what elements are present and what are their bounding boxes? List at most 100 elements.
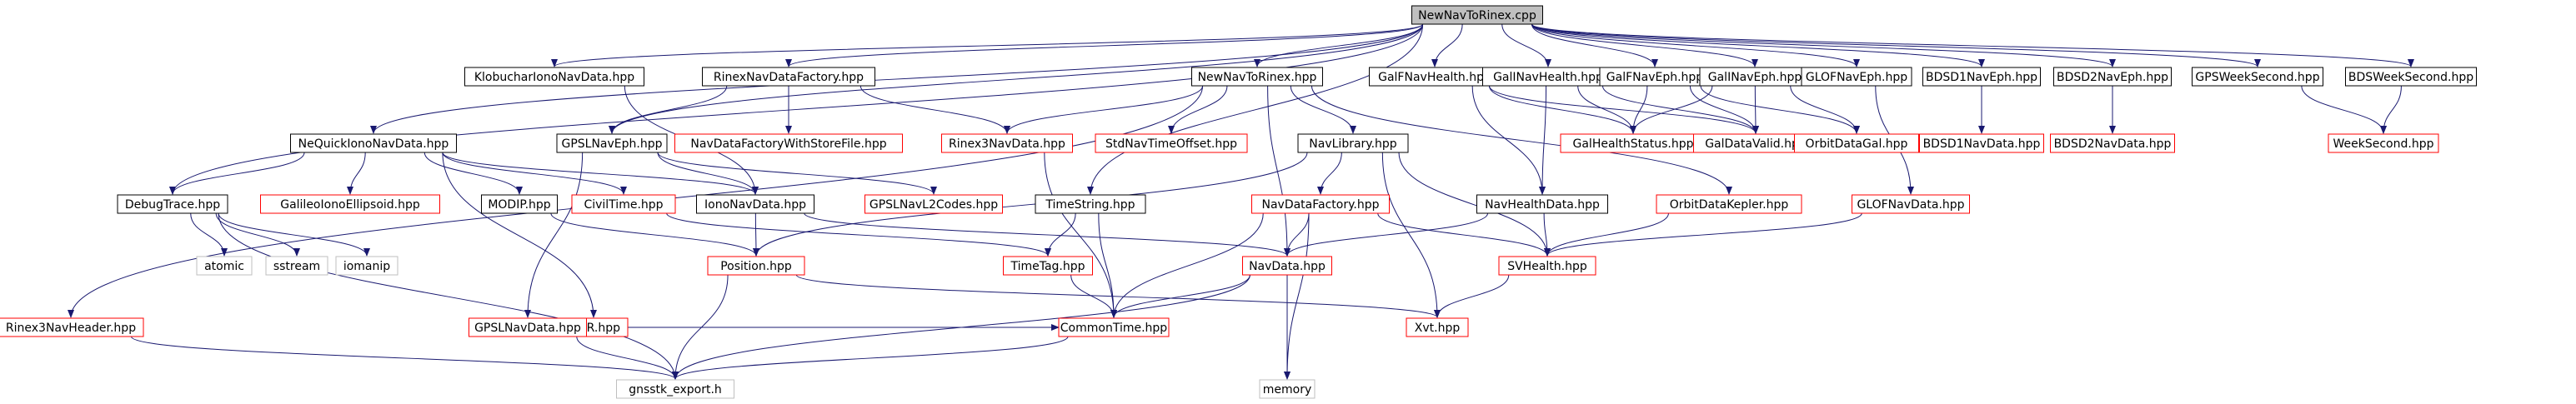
- edge-galieph-to-orbitgal: [1790, 85, 1860, 134]
- node-label: BDSD2NavData.hpp: [2054, 137, 2172, 151]
- node-galihealth[interactable]: GalINavHealth.hpp: [1482, 67, 1614, 87]
- edge-gpslnaveph-to-gpslnavdata: [524, 152, 584, 318]
- edge-galfeph-to-galhealthstatus: [1630, 85, 1648, 134]
- node-modip[interactable]: MODIP.hpp: [481, 194, 558, 214]
- node-label: BDSD2NavEph.hpp: [2057, 71, 2168, 84]
- node-galellipsoid[interactable]: GalileoIonoEllipsoid.hpp: [260, 194, 440, 214]
- node-box: [1498, 256, 1596, 276]
- node-rinex3navdata[interactable]: Rinex3NavData.hpp: [941, 133, 1073, 153]
- node-label: BDSD1NavData.hpp: [1923, 137, 2041, 151]
- node-galieph[interactable]: GalINavEph.hpp: [1699, 67, 1811, 87]
- node-label: MODIP.hpp: [488, 198, 550, 212]
- node-sstream[interactable]: sstream: [265, 256, 328, 276]
- edge-root-to-debugtrace: [169, 23, 1424, 195]
- node-iomanip[interactable]: iomanip: [335, 256, 398, 276]
- node-memory[interactable]: memory: [1259, 379, 1316, 399]
- node-position[interactable]: Position.hpp: [707, 256, 805, 276]
- edge-nequick-to-debugtrace: [169, 152, 305, 195]
- node-timestring[interactable]: TimeString.hpp: [1035, 194, 1146, 214]
- node-box: [260, 194, 440, 214]
- edge-bdsws-to-weeksecond: [2380, 85, 2402, 134]
- node-klob[interactable]: KlobucharIonoNavData.hpp: [464, 67, 644, 87]
- node-orbitgal[interactable]: OrbitDataGal.hpp: [1794, 133, 1919, 153]
- edge-root-to-bd1eph: [1531, 23, 1985, 67]
- node-label: OrbitDataGal.hpp: [1806, 137, 1908, 151]
- node-box: [1476, 194, 1608, 214]
- edge-root-to-klob: [551, 23, 1424, 67]
- edge-iononavdata-to-position: [752, 212, 759, 257]
- node-gpslnaveph[interactable]: GPSLNavEph.hpp: [556, 133, 668, 153]
- node-label: GPSLNavEph.hpp: [561, 137, 662, 151]
- edge-navlib-to-xvt: [1381, 152, 1441, 318]
- node-commontime[interactable]: CommonTime.hpp: [1058, 317, 1170, 337]
- node-navdatafactory[interactable]: NavDataFactory.hpp: [1251, 194, 1390, 214]
- node-gpslnavdata[interactable]: GPSLNavData.hpp: [469, 317, 587, 337]
- node-label: GalFNavEph.hpp: [1606, 71, 1704, 84]
- node-timetag[interactable]: TimeTag.hpp: [1003, 256, 1093, 276]
- node-box: [2192, 67, 2323, 87]
- node-label: Position.hpp: [720, 260, 792, 273]
- node-gpsl2codes[interactable]: GPSLNavL2Codes.hpp: [865, 194, 1003, 214]
- node-civiltime[interactable]: CivilTime.hpp: [571, 194, 676, 214]
- edge-root-to-nequick: [370, 23, 1424, 134]
- node-xvt[interactable]: Xvt.hpp: [1406, 317, 1469, 337]
- node-rinexfac[interactable]: RinexNavDataFactory.hpp: [702, 67, 875, 87]
- node-galdatavalid[interactable]: GalDataValid.hpp: [1693, 133, 1818, 153]
- node-label: memory: [1263, 383, 1312, 397]
- edge-glofnavdata-to-svhealth: [1544, 212, 1862, 257]
- node-debugtrace[interactable]: DebugTrace.hpp: [117, 194, 228, 214]
- node-galhealthstatus[interactable]: GalHealthStatus.hpp: [1560, 133, 1706, 153]
- edge-modip-to-position: [550, 212, 759, 257]
- node-label: sstream: [273, 260, 320, 273]
- node-glofnavdata[interactable]: GLOFNavData.hpp: [1852, 194, 1970, 214]
- node-layer: NewNavToRinex.cppKlobucharIonoNavData.hp…: [0, 5, 2477, 399]
- node-box: [1922, 67, 2041, 87]
- edge-galihealth-to-navhealthdata: [1539, 85, 1547, 195]
- node-atomic[interactable]: atomic: [196, 256, 253, 276]
- edge-nequick-to-modip: [423, 152, 523, 195]
- edge-navdatafactory-to-navdata: [1284, 212, 1310, 257]
- node-label: GalileoIonoEllipsoid.hpp: [280, 198, 420, 212]
- node-stdnavoff[interactable]: StdNavTimeOffset.hpp: [1095, 133, 1248, 153]
- edge-root-to-rinexfac: [785, 23, 1424, 67]
- node-root[interactable]: NewNavToRinex.cpp: [1411, 5, 1543, 25]
- node-weeksecond[interactable]: WeekSecond.hpp: [2328, 133, 2439, 153]
- node-iononavdata[interactable]: IonoNavData.hpp: [696, 194, 814, 214]
- node-rinex3navheader[interactable]: Rinex3NavHeader.hpp: [0, 317, 144, 337]
- edge-galihealth-to-galhealthstatus: [1577, 85, 1636, 134]
- node-gnsstkexport[interactable]: gnsstk_export.h: [616, 379, 734, 399]
- node-galfeph[interactable]: GalFNavEph.hpp: [1599, 67, 1711, 87]
- edge-newnavhpp-to-navlib: [1290, 85, 1356, 134]
- node-navlib[interactable]: NavLibrary.hpp: [1297, 133, 1409, 153]
- edge-svhealth-to-xvt: [1434, 274, 1510, 318]
- node-bd2navdata[interactable]: BDSD2NavData.hpp: [2050, 133, 2175, 153]
- node-label: BDSD1NavEph.hpp: [1926, 71, 2037, 84]
- edge-gpslnaveph-to-iononavdata: [657, 152, 759, 195]
- node-galfhealth[interactable]: GalFNavHealth.hpp: [1369, 67, 1501, 87]
- node-label: GLOFNavData.hpp: [1857, 198, 1964, 212]
- node-bd1navdata[interactable]: BDSD1NavData.hpp: [1919, 133, 2044, 153]
- edge-rinex3navdata-to-commontime: [1044, 152, 1117, 318]
- node-navhealthdata[interactable]: NavHealthData.hpp: [1476, 194, 1608, 214]
- edge-debugtrace-to-sstream: [215, 212, 300, 257]
- edge-debugtrace-to-iomanip: [218, 212, 370, 257]
- node-box: [2053, 67, 2172, 87]
- node-navdata[interactable]: NavData.hpp: [1242, 256, 1332, 276]
- node-glofeph[interactable]: GLOFNavEph.hpp: [1801, 67, 1912, 87]
- node-navfacstore[interactable]: NavDataFactoryWithStoreFile.hpp: [674, 133, 903, 153]
- node-orbitkepler[interactable]: OrbitDataKepler.hpp: [1656, 194, 1802, 214]
- node-bd1eph[interactable]: BDSD1NavEph.hpp: [1922, 67, 2041, 87]
- node-svhealth[interactable]: SVHealth.hpp: [1498, 256, 1596, 276]
- node-newnavhpp[interactable]: NewNavToRinex.hpp: [1191, 67, 1323, 87]
- node-box: [2050, 133, 2175, 153]
- edge-root-to-bdsws: [1531, 23, 2414, 67]
- node-gpsws[interactable]: GPSWeekSecond.hpp: [2192, 67, 2323, 87]
- node-bdsws[interactable]: BDSWeekSecond.hpp: [2345, 67, 2477, 87]
- node-label: GPSWeekSecond.hpp: [2195, 71, 2319, 84]
- edge-gpsws-to-weeksecond: [2301, 85, 2387, 134]
- edge-newnavhpp-to-rinex3navdata: [1004, 85, 1204, 134]
- node-bd2eph[interactable]: BDSD2NavEph.hpp: [2053, 67, 2172, 87]
- edge-galfhealth-to-galhealthstatus: [1488, 85, 1636, 134]
- node-label: OrbitDataKepler.hpp: [1670, 198, 1789, 212]
- node-nequick[interactable]: NeQuickIonoNavData.hpp: [290, 133, 457, 153]
